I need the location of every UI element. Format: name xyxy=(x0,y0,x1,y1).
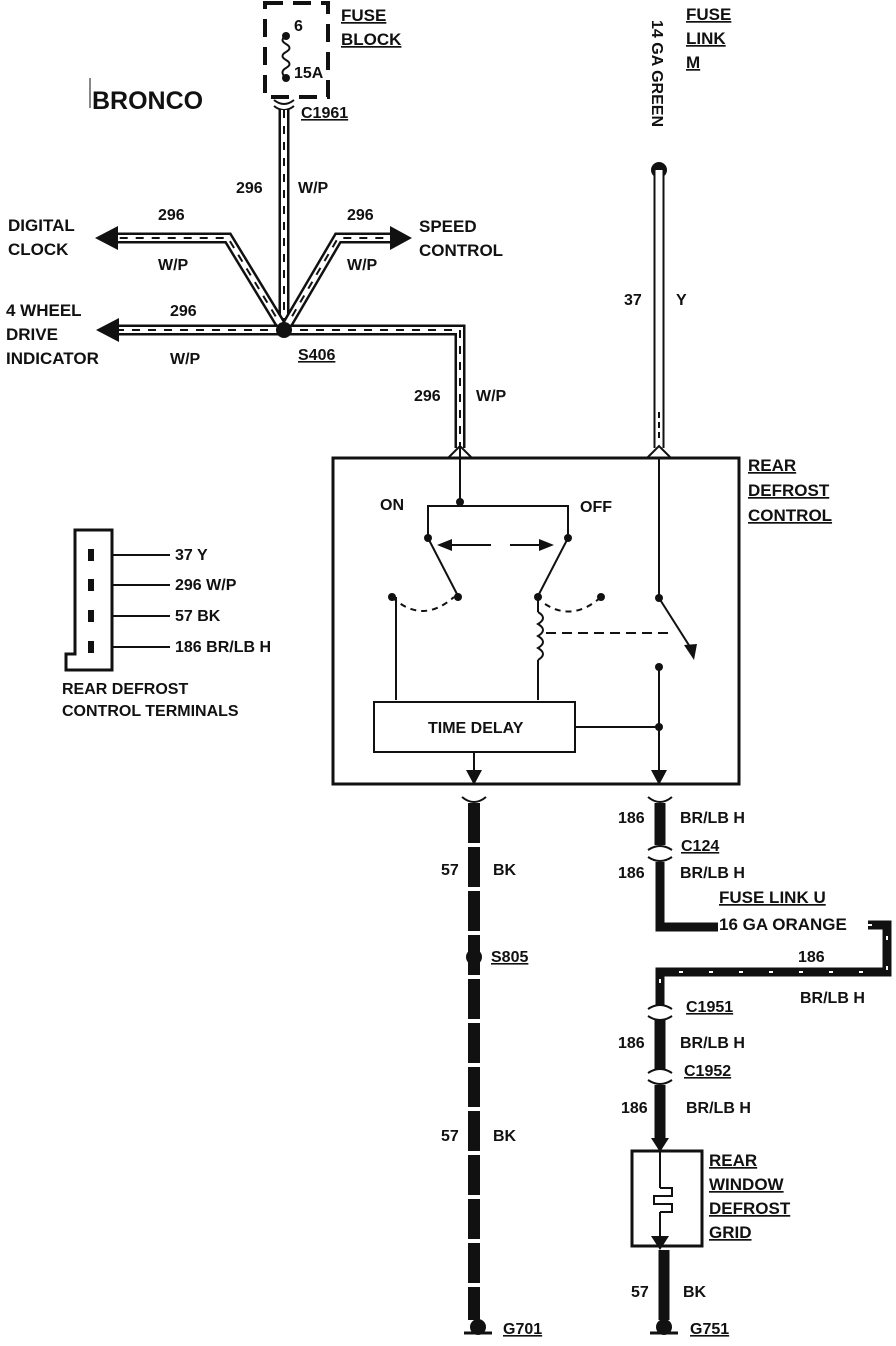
connector-c1952: C1952 xyxy=(684,1063,731,1080)
svg-text:FUSE: FUSE xyxy=(686,5,731,24)
digital-clock-label-1: DIGITAL xyxy=(8,216,75,235)
speed-control-label-1: SPEED xyxy=(419,217,477,236)
switch-off-label: OFF xyxy=(580,499,612,516)
terminals-title-2: CONTROL TERMINALS xyxy=(62,703,239,720)
fuse-link-m: FUSE LINK M 14 GA GREEN 37 Y xyxy=(624,5,731,448)
terminal-pin-4: 186 BR/LB H xyxy=(175,639,271,656)
ground-g701: G701 xyxy=(503,1321,542,1338)
svg-text:BK: BK xyxy=(493,1128,517,1145)
splice-s805: S805 xyxy=(491,949,528,966)
svg-text:186: 186 xyxy=(618,1035,645,1052)
svg-text:57: 57 xyxy=(441,862,459,879)
svg-text:BR/LB H: BR/LB H xyxy=(800,990,865,1007)
splice-s406: S406 xyxy=(276,322,335,364)
svg-text:BR/LB H: BR/LB H xyxy=(680,1035,745,1052)
svg-text:W/P: W/P xyxy=(170,351,201,368)
terminal-pin-3: 57 BK xyxy=(175,608,221,625)
time-delay-label: TIME DELAY xyxy=(428,720,524,737)
branch-digital-clock: 296 W/P DIGITAL CLOCK xyxy=(8,207,289,333)
svg-text:186: 186 xyxy=(621,1100,648,1117)
svg-text:CONTROL: CONTROL xyxy=(748,506,832,525)
wire-296-main: 296 W/P xyxy=(236,110,329,330)
connector-c124: C124 xyxy=(681,838,719,855)
terminal-pin-1: 37 Y xyxy=(175,547,208,564)
svg-text:WINDOW: WINDOW xyxy=(709,1175,785,1194)
fuse-link-u-label-1: FUSE LINK U xyxy=(719,888,826,907)
speed-control-label-2: CONTROL xyxy=(419,241,503,260)
svg-text:DEFROST: DEFROST xyxy=(748,481,830,500)
svg-text:296: 296 xyxy=(414,388,441,405)
fuse-link-m-gauge: 14 GA GREEN xyxy=(648,20,665,127)
wire-296-to-control: 296 W/P xyxy=(284,324,507,448)
svg-text:GRID: GRID xyxy=(709,1223,752,1242)
fwd-label-2: DRIVE xyxy=(6,325,58,344)
svg-text:REAR: REAR xyxy=(709,1151,757,1170)
wire-57-g751: 57 BK G751 xyxy=(631,1250,729,1338)
fuse-block-title-2: BLOCK xyxy=(341,30,402,49)
svg-text:LINK: LINK xyxy=(686,29,726,48)
svg-text:S406: S406 xyxy=(298,347,335,364)
ground-g751: G751 xyxy=(690,1321,729,1338)
svg-text:296: 296 xyxy=(347,207,374,224)
svg-text:BR/LB H: BR/LB H xyxy=(686,1100,751,1117)
svg-text:186: 186 xyxy=(618,865,645,882)
vehicle-label: BRONCO xyxy=(92,87,203,115)
fwd-label-3: INDICATOR xyxy=(6,349,99,368)
svg-text:BR/LB H: BR/LB H xyxy=(680,810,745,827)
fuse-block-title-1: FUSE xyxy=(341,6,386,25)
terminal-pin-2: 296 W/P xyxy=(175,577,237,594)
svg-text:W/P: W/P xyxy=(347,257,378,274)
branch-speed-control: 296 W/P SPEED CONTROL xyxy=(279,207,503,333)
svg-text:Y: Y xyxy=(676,292,687,309)
svg-text:W/P: W/P xyxy=(476,388,507,405)
svg-text:BK: BK xyxy=(493,862,517,879)
rear-defrost-control: REAR DEFROST CONTROL ON OFF xyxy=(331,444,832,786)
fuse-number: 6 xyxy=(294,18,303,35)
svg-text:296: 296 xyxy=(170,303,197,320)
fuse-rating: 15A xyxy=(294,65,324,82)
svg-text:BK: BK xyxy=(683,1284,707,1301)
branch-4wd-indicator: 296 W/P 4 WHEEL DRIVE INDICATOR xyxy=(6,301,284,368)
svg-text:W/P: W/P xyxy=(158,257,189,274)
rear-window-defrost-grid: REAR WINDOW DEFROST GRID xyxy=(630,1149,791,1250)
svg-text:37: 37 xyxy=(624,292,642,309)
svg-text:57: 57 xyxy=(441,1128,459,1145)
svg-text:57: 57 xyxy=(631,1284,649,1301)
svg-text:BR/LB H: BR/LB H xyxy=(680,865,745,882)
connector-c1951: C1951 xyxy=(686,999,733,1016)
wire-57-g701: 57 BK S805 57 BK G701 xyxy=(441,796,542,1338)
svg-text:186: 186 xyxy=(618,810,645,827)
wire-186-grid: 186 BR/LB H C124 186 BR/LB H FUSE LINK U… xyxy=(618,796,892,1152)
digital-clock-label-2: CLOCK xyxy=(8,240,69,259)
control-terminal-view: 37 Y 296 W/P 57 BK 186 BR/LB H REAR DEFR… xyxy=(62,528,271,720)
terminals-title-1: REAR DEFROST xyxy=(62,681,188,698)
fuse-block: 6 15A FUSE BLOCK xyxy=(263,1,402,99)
svg-text:M: M xyxy=(686,53,700,72)
svg-text:W/P: W/P xyxy=(298,180,329,197)
svg-text:DEFROST: DEFROST xyxy=(709,1199,791,1218)
svg-text:REAR: REAR xyxy=(748,456,796,475)
svg-text:C1961: C1961 xyxy=(301,105,348,122)
switch-on-label: ON xyxy=(380,497,404,514)
svg-text:296: 296 xyxy=(158,207,185,224)
fwd-label-1: 4 WHEEL xyxy=(6,301,82,320)
svg-text:186: 186 xyxy=(798,949,825,966)
fuse-link-u-label-2: 16 GA ORANGE xyxy=(719,915,847,934)
svg-text:296: 296 xyxy=(236,180,263,197)
